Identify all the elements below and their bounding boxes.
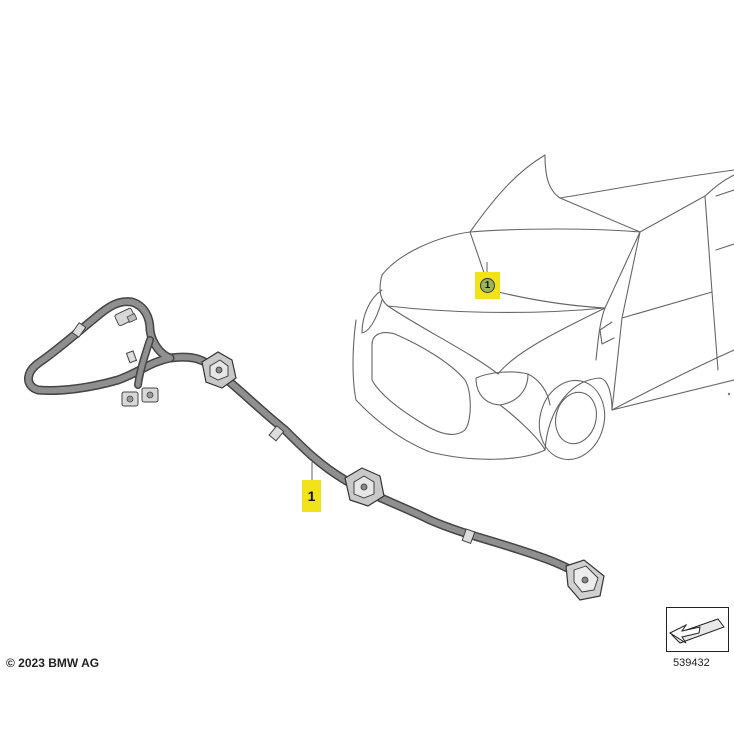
vehicle-side-window (621, 195, 713, 319)
vehicle-outline (352, 154, 734, 461)
cable-clip-mid (268, 425, 285, 442)
connector-end (565, 559, 605, 601)
cable-loop-fill (25, 298, 173, 394)
vehicle-bumper (352, 319, 546, 460)
grommet-1 (201, 351, 237, 389)
view-direction-icon (668, 618, 725, 644)
vehicle-wheel-arch (544, 377, 613, 451)
vehicle-body-front (499, 373, 551, 451)
vehicle-headlight-right (475, 371, 529, 406)
cable-clip-stub (125, 350, 138, 364)
vehicle-grille (371, 332, 471, 435)
cable-clip-top (71, 322, 87, 338)
copyright-text: © 2023 BMW AG (6, 656, 100, 670)
vehicle-front-wheel (538, 379, 606, 461)
vehicle-hood-crease (387, 305, 606, 375)
vehicle-side-sill (611, 379, 734, 411)
cable-main-fill (167, 354, 588, 581)
part-location-callout[interactable]: 1 (475, 272, 500, 299)
vehicle-side-mirror (599, 321, 615, 345)
connector-lower-left (121, 387, 159, 407)
vehicle-door-line (611, 291, 734, 411)
part-callout-cable[interactable]: 1 (302, 480, 321, 512)
vehicle-front-wheel-rim (554, 391, 598, 445)
part-callout-cable-number: 1 (307, 488, 316, 504)
vehicle-headlight-left (361, 289, 383, 334)
vehicle-roof-line (469, 154, 734, 233)
cable-main-outline (165, 352, 590, 583)
part-location-number: 1 (484, 280, 491, 291)
grommet-2 (344, 467, 385, 507)
edge-marker-dot (727, 392, 731, 396)
diagram-number: 539432 (673, 657, 710, 669)
cable-harness (24, 297, 605, 601)
vehicle-side-window-rear (715, 189, 734, 251)
cable-branch-fill (135, 337, 153, 388)
cable-clip-lower (461, 528, 476, 544)
vehicle-hood (379, 231, 606, 361)
part-location-marker: 1 (480, 278, 495, 293)
connector-top (114, 307, 138, 327)
